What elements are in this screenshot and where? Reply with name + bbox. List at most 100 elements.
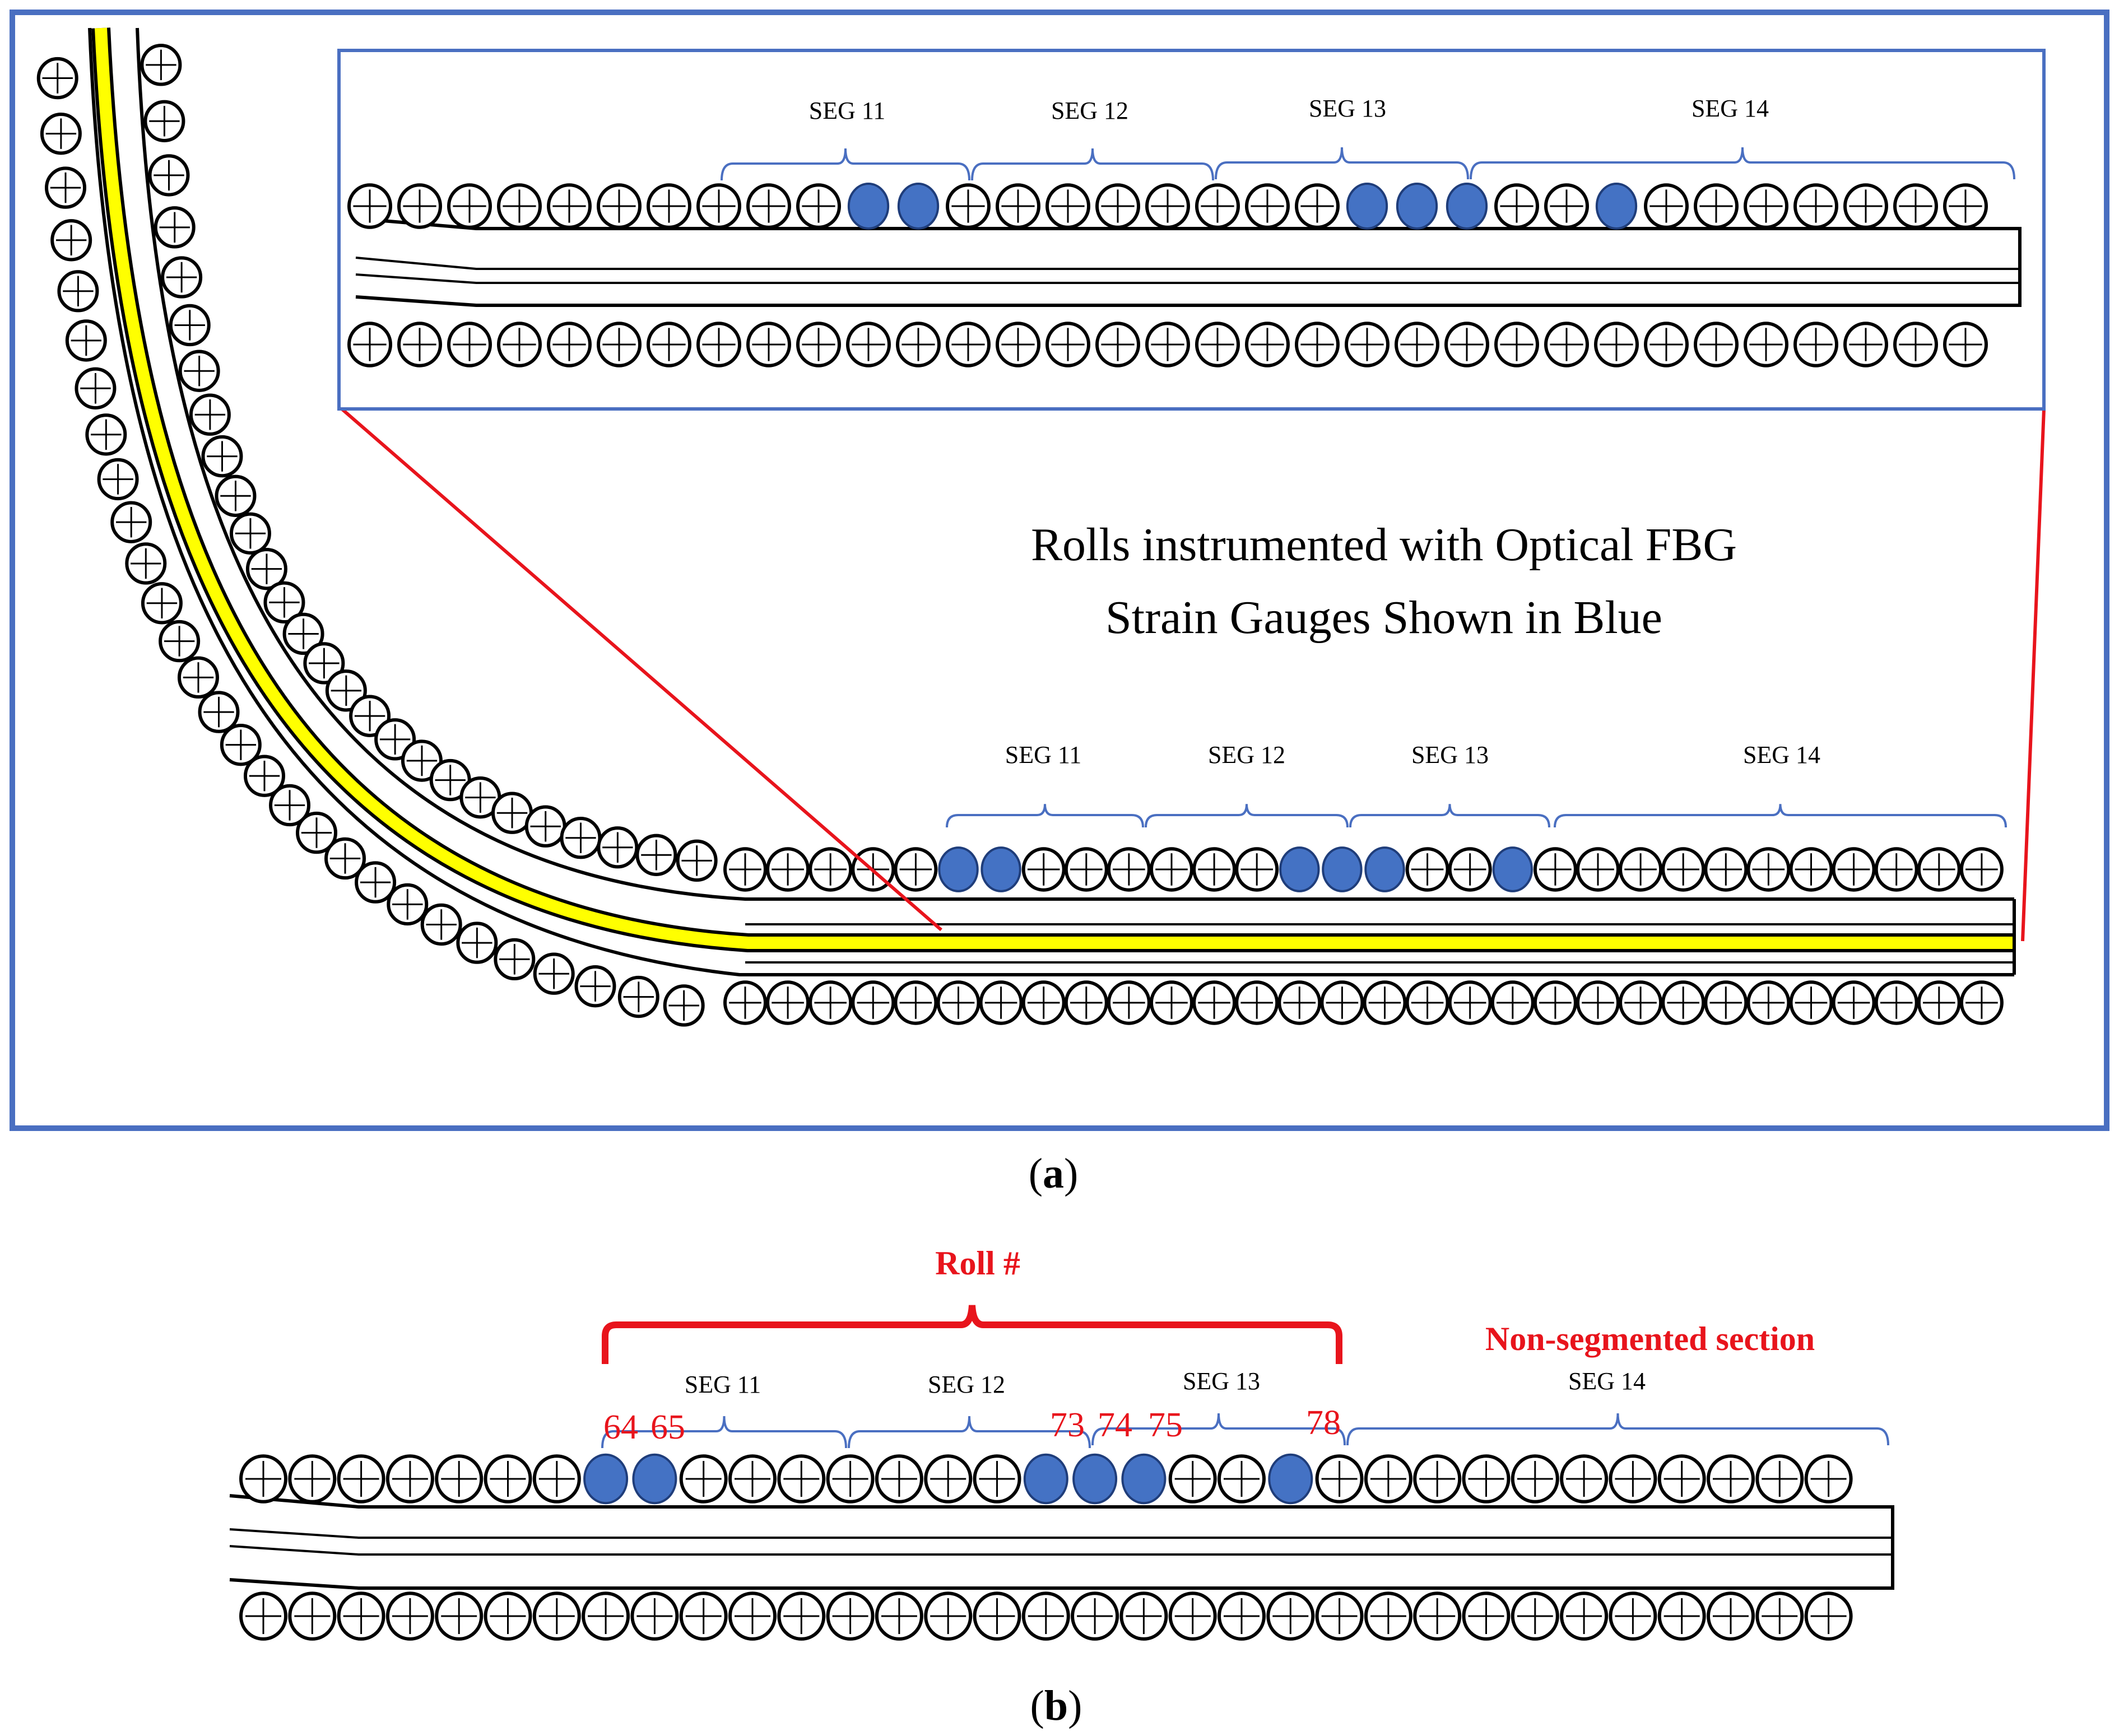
roll: [1746, 847, 1791, 892]
roll: [189, 393, 231, 436]
roll: [1704, 980, 1748, 1025]
roll: [435, 1454, 484, 1504]
roll: [1235, 847, 1279, 892]
roll: [148, 154, 190, 197]
main-seg-14-label: SEG 14: [1743, 741, 1820, 769]
roll: [243, 755, 285, 797]
roll: [1277, 980, 1322, 1025]
roll: [1874, 980, 1918, 1025]
roll: [1644, 183, 1689, 229]
roll: [1168, 1454, 1217, 1504]
roll: [198, 691, 240, 733]
roll: [484, 1454, 532, 1504]
roll: [1511, 1591, 1559, 1641]
segment-brace: [946, 804, 1144, 828]
roll: [1789, 847, 1833, 892]
roll: [50, 219, 92, 262]
roll: [796, 322, 841, 367]
roll: [723, 980, 767, 1025]
roll: [1071, 1591, 1119, 1641]
roll: [143, 100, 185, 142]
roll: [894, 847, 938, 892]
roll: [1095, 183, 1140, 229]
roll: [1657, 1454, 1706, 1504]
roll: [1245, 322, 1290, 367]
roll: [447, 183, 492, 229]
roll: [1448, 980, 1492, 1025]
roll: [1959, 980, 2004, 1025]
roll: [1804, 1591, 1853, 1641]
curved-rolls-group: [36, 44, 718, 1027]
panel-b-rolls-group: [239, 1453, 1853, 1641]
roll: [777, 1454, 826, 1504]
roll: [1893, 183, 1938, 229]
roll: [57, 270, 99, 313]
instrumented-roll: [980, 846, 1021, 892]
roll: [1511, 1454, 1559, 1504]
roll: [728, 1591, 777, 1641]
roll: [728, 1454, 777, 1504]
roll: [1943, 322, 1988, 367]
roll: [1704, 847, 1748, 892]
roll: [169, 304, 211, 347]
roll: [1943, 183, 1988, 229]
roll: [973, 1454, 1021, 1504]
roll: [420, 903, 462, 946]
roll: [456, 921, 498, 964]
roll: [936, 980, 980, 1025]
roll: [110, 501, 152, 543]
instrumented-roll: [1268, 1453, 1313, 1505]
inset-strand: [355, 217, 2022, 307]
panel-b-segment-braces: [601, 1413, 1889, 1449]
roll: [1315, 1591, 1364, 1641]
roll: [497, 322, 542, 367]
inset-seg-13-label: SEG 13: [1309, 95, 1386, 122]
roll: [723, 847, 767, 892]
roll: [1045, 322, 1090, 367]
roll: [178, 350, 220, 392]
roll: [979, 980, 1023, 1025]
roll: [324, 837, 366, 880]
roll: [746, 183, 791, 229]
roll: [1462, 1454, 1511, 1504]
roll: [924, 1591, 973, 1641]
roll: [1107, 847, 1151, 892]
description-line-2: Strain Gauges Shown in Blue: [1105, 592, 1662, 644]
panel-a-frame: [10, 10, 2109, 1131]
roll: [1744, 183, 1788, 229]
roll: [1644, 322, 1689, 367]
roll: [875, 1454, 923, 1504]
roll: [846, 322, 891, 367]
roll: [1364, 1591, 1412, 1641]
roll: [497, 183, 542, 229]
roll: [1661, 980, 1706, 1025]
segment-brace: [1554, 804, 2007, 828]
roll: [696, 183, 741, 229]
roll: [1320, 980, 1364, 1025]
roll: [597, 183, 642, 229]
roll: [826, 1454, 875, 1504]
segment-brace: [601, 1416, 847, 1449]
roll: [597, 826, 639, 869]
roll: [263, 581, 305, 624]
roll: [1405, 980, 1449, 1025]
strand-shell-inner: [136, 27, 2014, 901]
roll: [1364, 1454, 1412, 1504]
panel-b-caption: (b): [1030, 1682, 1082, 1729]
roll: [1959, 847, 2004, 892]
roll: [1843, 322, 1888, 367]
roll-number-65: 65: [650, 1408, 685, 1446]
roll: [1245, 183, 1290, 229]
roll: [1021, 847, 1066, 892]
segment-brace: [1091, 1413, 1346, 1446]
instrumented-roll: [1364, 846, 1405, 892]
roll: [1145, 322, 1190, 367]
panel-a-caption: (a): [1029, 1150, 1079, 1197]
roll: [245, 547, 287, 590]
roll-number-78: 78: [1306, 1404, 1341, 1442]
roll: [1917, 980, 1961, 1025]
roll: [574, 965, 616, 1008]
roll: [1755, 1591, 1804, 1641]
roll: [1707, 1454, 1755, 1504]
roll: [1218, 1454, 1266, 1504]
